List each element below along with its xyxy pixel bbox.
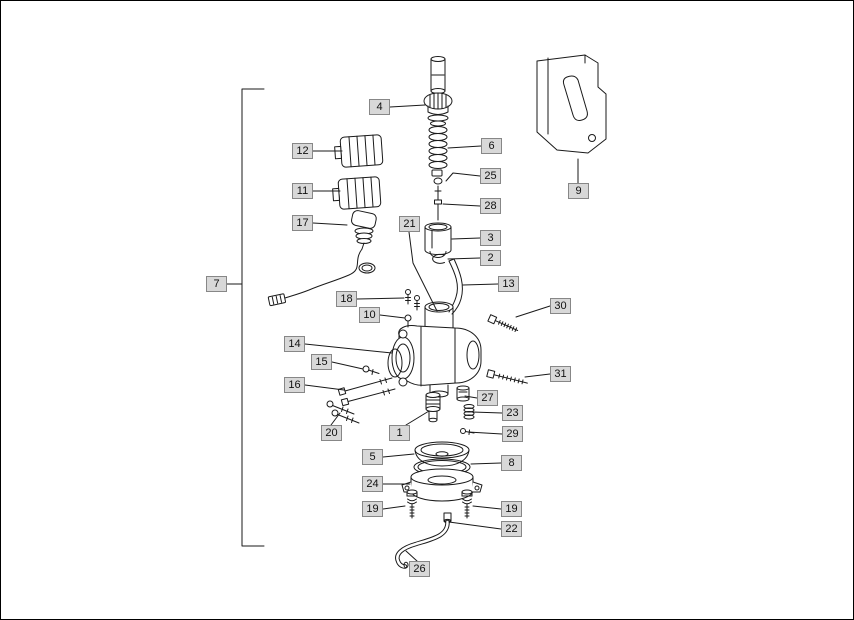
part-small-jet <box>456 385 470 402</box>
part-carb-body <box>391 301 482 398</box>
part-flange-gasket <box>387 348 403 378</box>
part-circlip <box>432 253 445 264</box>
part-small-spring <box>463 404 475 420</box>
part-boot-lower <box>332 176 382 210</box>
part-bolt-31 <box>486 369 528 385</box>
part-adjuster-cap <box>423 92 453 127</box>
callout-23: 23 <box>502 405 523 421</box>
callout-13: 13 <box>498 276 519 292</box>
callout-2: 2 <box>480 250 501 266</box>
part-screws-20 <box>326 400 360 424</box>
callout-31: 31 <box>550 366 571 382</box>
callout-15: 15 <box>311 354 332 370</box>
part-screw-29 <box>460 428 475 435</box>
callout-29: 29 <box>502 426 523 442</box>
callout-25: 25 <box>480 168 501 184</box>
callout-22: 22 <box>501 521 522 537</box>
part-oring <box>358 262 376 274</box>
callout-5: 5 <box>362 449 383 465</box>
part-bowl <box>414 441 470 467</box>
part-bowl-screw-right <box>461 489 473 519</box>
callout-27: 27 <box>477 390 498 406</box>
callout-3: 3 <box>480 230 501 246</box>
callout-26: 26 <box>409 561 430 577</box>
part-spring <box>428 126 448 169</box>
part-choke-unit <box>267 210 377 307</box>
part-drain-tube <box>395 519 450 569</box>
callout-10: 10 <box>359 307 380 323</box>
part-top-screws <box>405 289 420 311</box>
part-screw-15 <box>362 365 380 375</box>
callout-24: 24 <box>362 476 383 492</box>
callout-14: 14 <box>284 336 305 352</box>
callout-19-right: 19 <box>501 501 522 517</box>
part-throttle-slide <box>424 222 452 258</box>
part-jet-needle <box>434 185 442 221</box>
assembly-bracket-line <box>226 88 265 547</box>
callout-1: 1 <box>389 425 410 441</box>
callout-20: 20 <box>321 425 342 441</box>
callout-21: 21 <box>399 216 420 232</box>
callout-19-left: 19 <box>362 501 383 517</box>
part-bracket <box>536 54 607 154</box>
part-float-chamber <box>401 468 483 502</box>
callout-18: 18 <box>336 291 357 307</box>
callout-12: 12 <box>292 143 313 159</box>
callout-4: 4 <box>369 99 390 115</box>
callout-9: 9 <box>568 183 589 199</box>
part-boot-upper <box>334 134 384 168</box>
callout-16: 16 <box>284 377 305 393</box>
callout-28: 28 <box>480 198 501 214</box>
callout-7: 7 <box>206 276 227 292</box>
part-studs <box>337 377 396 407</box>
part-needle-clips <box>431 169 443 185</box>
callout-17: 17 <box>292 215 313 231</box>
callout-11: 11 <box>292 183 313 199</box>
part-jet-tower <box>425 392 441 423</box>
callout-6: 6 <box>481 138 502 154</box>
callout-30: 30 <box>550 298 571 314</box>
part-bolt-30 <box>487 314 519 333</box>
part-cable-adjuster <box>430 56 446 94</box>
part-bowl-screw-left <box>406 489 418 519</box>
leader-lines <box>304 104 579 562</box>
callout-8: 8 <box>501 455 522 471</box>
